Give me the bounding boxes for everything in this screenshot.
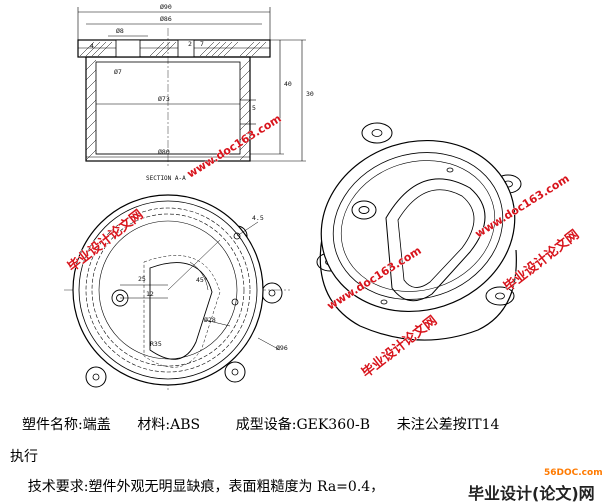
engineering-drawing: Ø90 Ø86 Ø8 4 2 7 Ø7 40 30 Ø73 Ø80 5 SECT… bbox=[64, 3, 582, 392]
dim-bottom-outer: Ø80 bbox=[158, 148, 170, 156]
dim-small-1: 4 bbox=[90, 42, 94, 50]
section-title: SECTION A-A bbox=[146, 175, 186, 182]
dim-circle-2: Ø96 bbox=[276, 344, 288, 352]
dim-h-40: 40 bbox=[284, 80, 292, 88]
isometric-view bbox=[316, 122, 522, 341]
plan-view bbox=[64, 194, 290, 392]
dim-inner-bore: Ø73 bbox=[158, 95, 170, 103]
watermark-site-1: www.doc163.com bbox=[185, 112, 284, 181]
dim-circle-1: Ø28 bbox=[204, 316, 216, 324]
dim-wall: 5 bbox=[252, 104, 256, 112]
dim-angle: 45° bbox=[196, 276, 208, 284]
dim-h-30: 30 bbox=[306, 90, 314, 98]
section-view bbox=[77, 7, 306, 168]
dim-25: 25 bbox=[138, 275, 146, 283]
watermark-brand-3: 毕业设计论文网 bbox=[359, 313, 441, 382]
dim-top-outer: Ø90 bbox=[160, 3, 172, 11]
dim-step-hole: Ø7 bbox=[114, 68, 122, 76]
caption-line-1: 塑件名称:端盖 材料:ABS 成型设备:GEK360-B 未注公差按IT14 bbox=[22, 417, 500, 433]
site-logo-main: 毕业设计(论文)网 bbox=[468, 484, 595, 503]
dim-top-inner: Ø86 bbox=[160, 15, 172, 23]
caption-line-2: 执行 bbox=[10, 449, 38, 465]
dim-small-3: 7 bbox=[200, 40, 204, 48]
dim-small-2: 2 bbox=[188, 40, 192, 48]
dim-12: 12 bbox=[146, 290, 154, 298]
dim-hole-r: 4.5 bbox=[252, 214, 264, 222]
dim-flange-hole: Ø8 bbox=[116, 27, 124, 35]
site-logo: 56DOC.com 毕业设计(论文)网 bbox=[468, 468, 614, 503]
site-logo-small: 56DOC.com bbox=[544, 468, 603, 478]
dim-slot-r: R35 bbox=[150, 340, 162, 348]
caption-line-3: 技术要求:塑件外观无明显缺痕，表面粗糙度为 Ra=0.4， bbox=[10, 479, 385, 495]
